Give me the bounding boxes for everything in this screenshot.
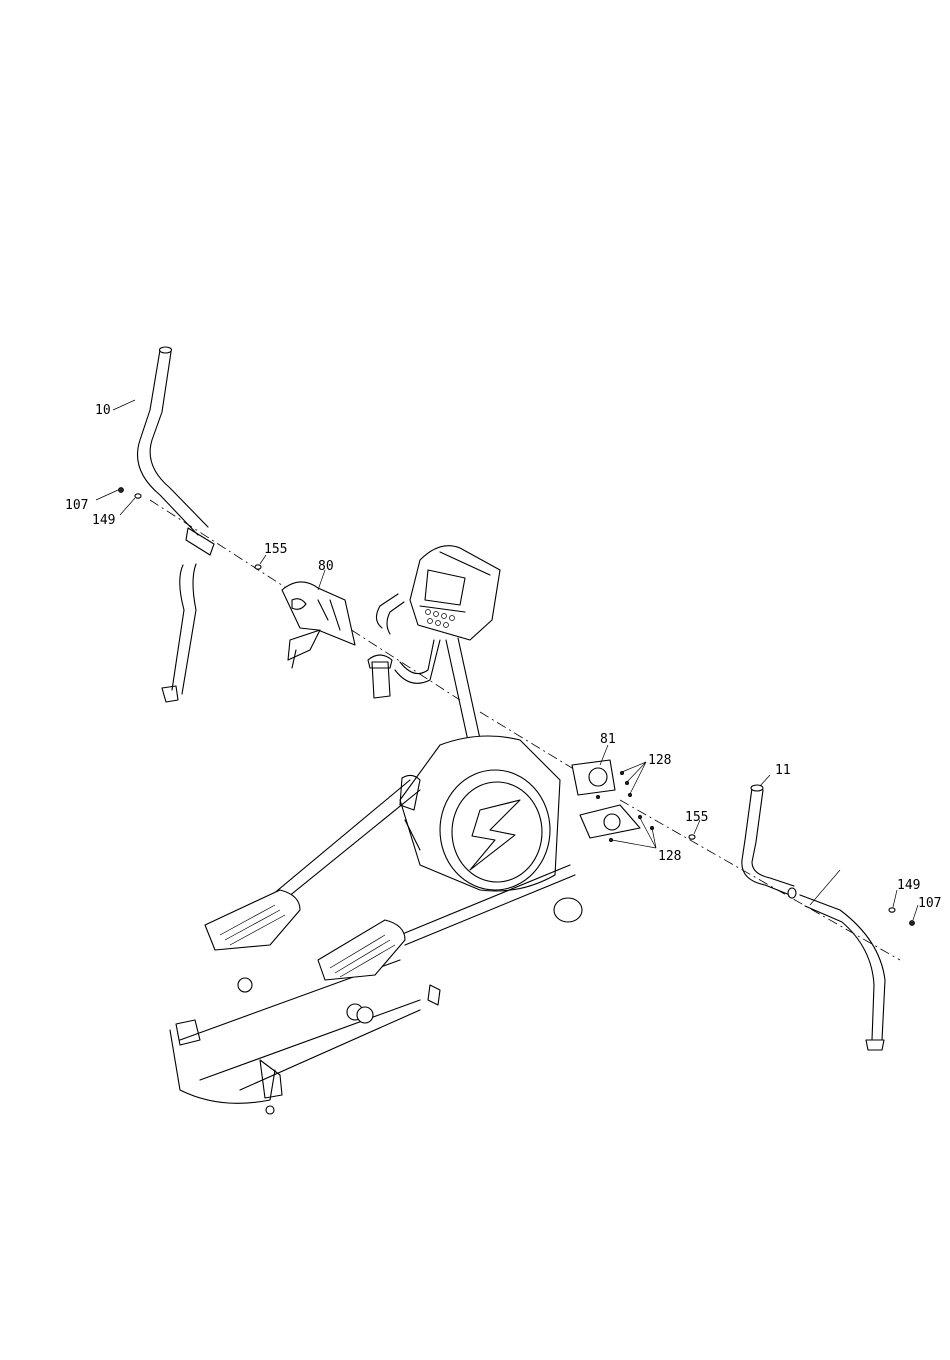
callout-149-left: 149: [92, 513, 115, 528]
callout-155-right: 155: [685, 810, 708, 825]
callout-149-right: 149: [897, 878, 920, 893]
console-mast: [376, 546, 500, 750]
callout-11: 11: [775, 763, 791, 778]
left-fasteners: [119, 488, 262, 570]
callout-80: 80: [318, 559, 334, 574]
left-shroud-part: [282, 582, 355, 668]
right-handlebar-arm: [742, 785, 885, 1050]
callout-155-left: 155: [264, 542, 287, 557]
callout-81: 81: [600, 732, 616, 747]
callout-10: 10: [95, 403, 111, 418]
callout-107-right: 107: [918, 896, 941, 911]
callout-128-top: 128: [648, 753, 671, 768]
callout-107-left: 107: [65, 498, 88, 513]
water-bottle: [368, 655, 392, 698]
right-shroud-parts: [572, 760, 654, 842]
left-handlebar-arm: [138, 347, 215, 702]
main-frame-body: [170, 736, 582, 1114]
callout-128-bottom: 128: [658, 849, 681, 864]
assembly-axis-line: [150, 500, 900, 960]
right-fasteners: [689, 835, 915, 926]
